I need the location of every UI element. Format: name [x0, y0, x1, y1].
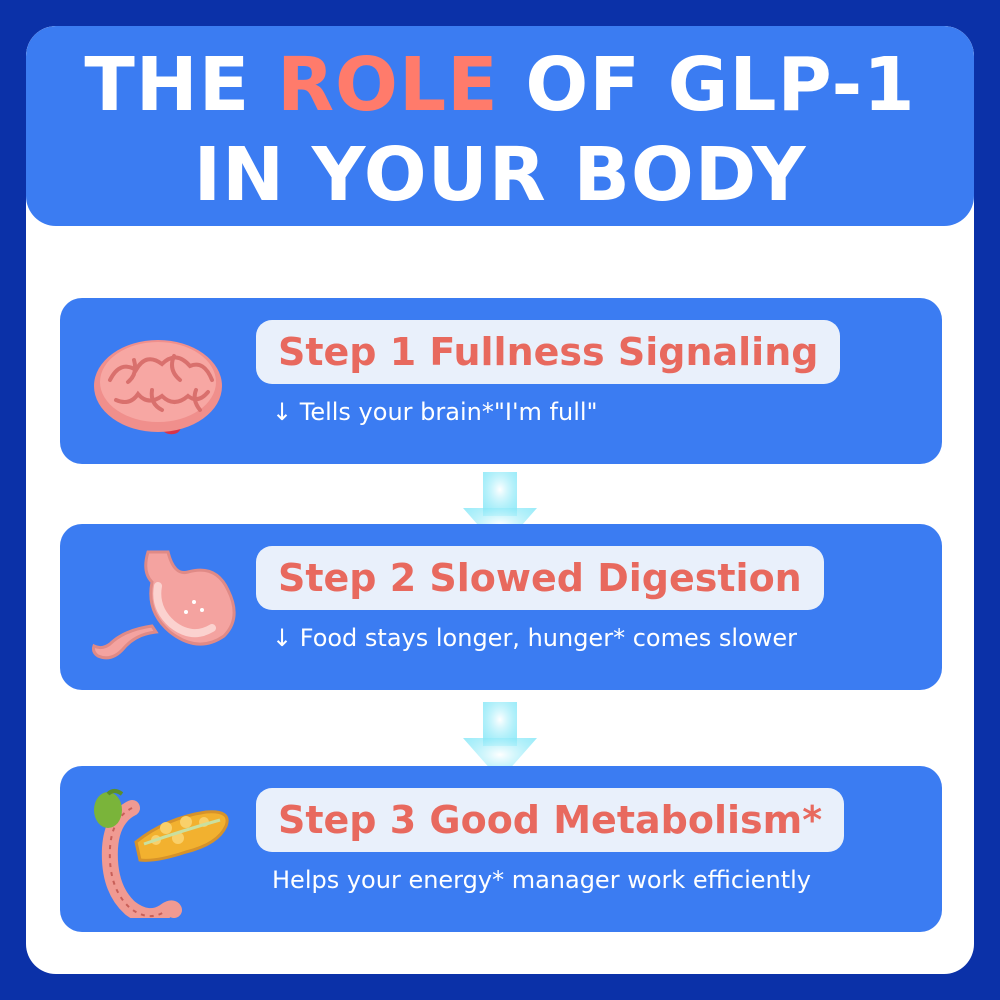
brain-icon [94, 340, 222, 435]
step-1-title: Step 1 Fullness Signaling [256, 320, 841, 384]
page-title-line-1: THE ROLE OF GLP-1 [84, 42, 916, 128]
step-2-title: Step 2 Slowed Digestion [256, 546, 824, 610]
title-banner: THE ROLE OF GLP-1 IN YOUR BODY [26, 26, 974, 226]
page-title-line-2: IN YOUR BODY [193, 132, 807, 218]
step-card-1: Step 1 Fullness Signaling ↓ Tells your b… [60, 298, 942, 464]
step-2-description: ↓ Food stays longer, hunger* comes slowe… [272, 624, 797, 652]
step-3-title: Step 3 Good Metabolism* [256, 788, 845, 852]
step-3-description: Helps your energy* manager work efficien… [272, 866, 811, 894]
step-card-3: Step 3 Good Metabolism* Helps your energ… [60, 766, 942, 932]
step-1-description: ↓ Tells your brain*"I'm full" [272, 398, 598, 426]
infographic-frame: THE ROLE OF GLP-1 IN YOUR BODY Step 1 Fu… [26, 26, 974, 974]
step-card-2: Step 2 Slowed Digestion ↓ Food stays lon… [60, 524, 942, 690]
stomach-icon [92, 550, 236, 660]
title-highlight: ROLE [277, 42, 499, 128]
pancreas-icon [94, 789, 229, 918]
down-arrow-icon-2 [463, 702, 537, 780]
